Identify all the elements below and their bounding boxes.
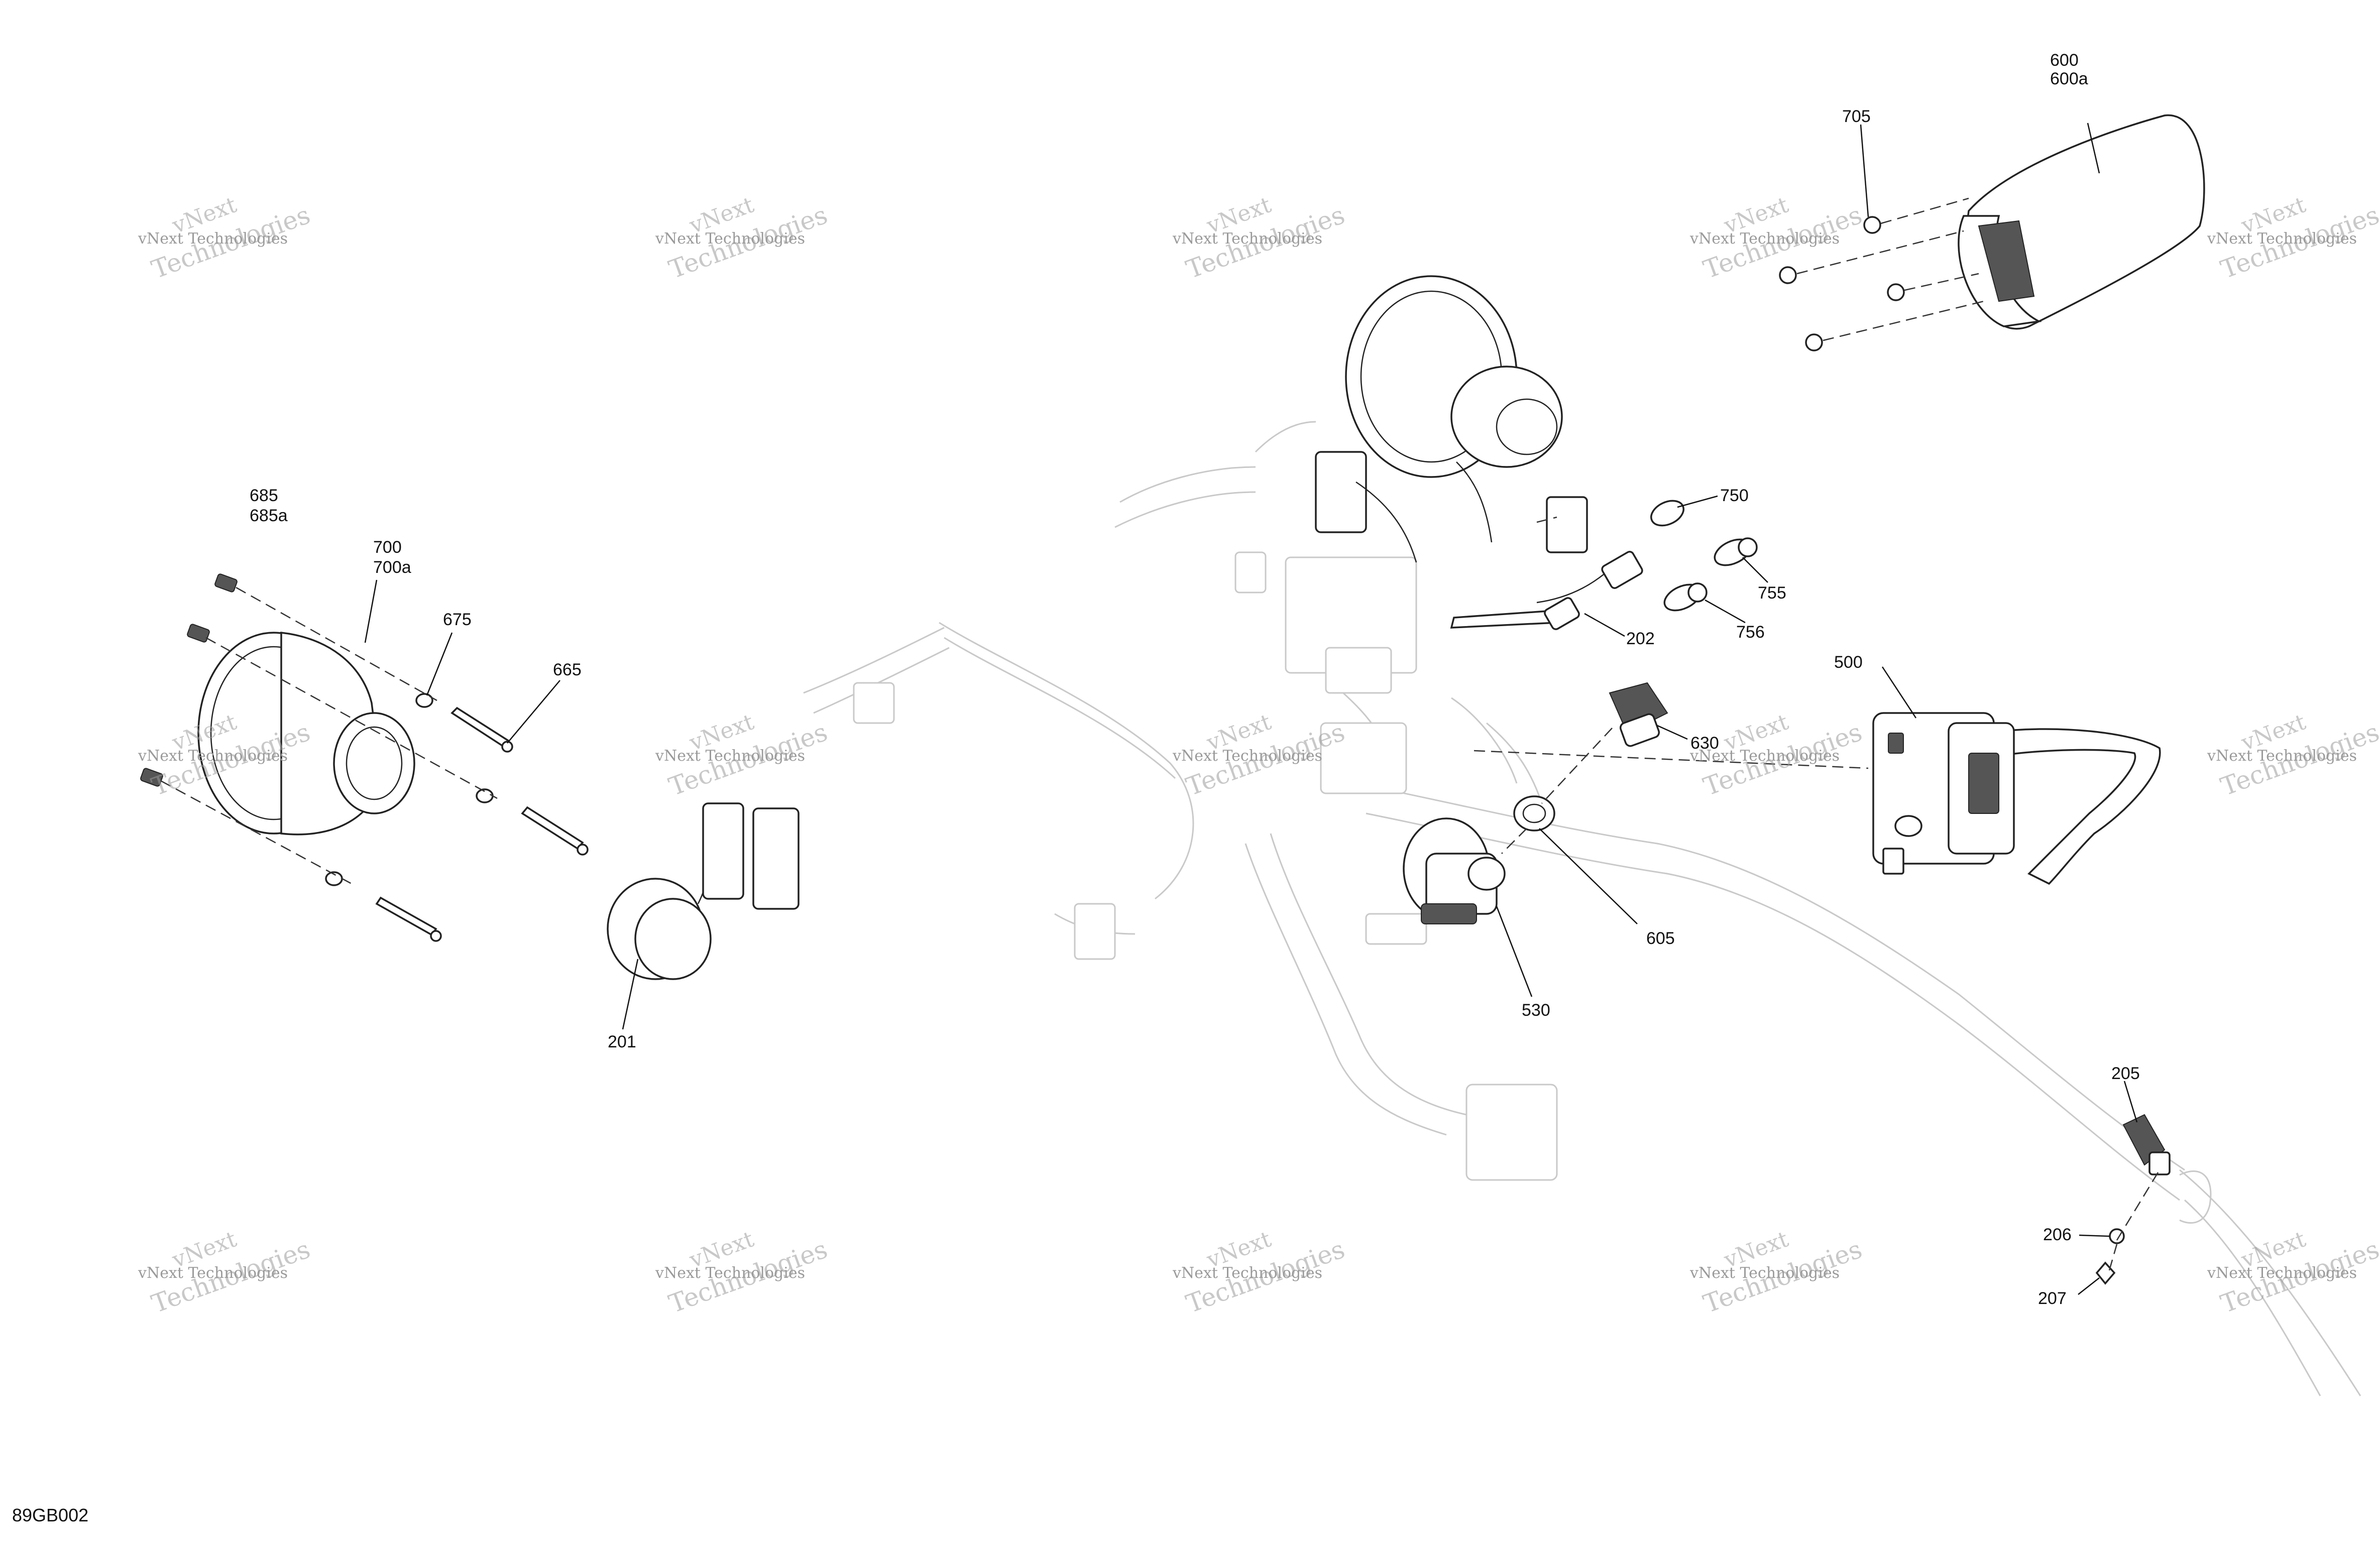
figure-id: 89GB002 [12, 1505, 88, 1525]
callout-700: 700 [373, 538, 402, 557]
callout-675: 675 [443, 610, 472, 629]
callout-207: 207 [2038, 1289, 2067, 1308]
screws-665 [375, 706, 589, 942]
callout-labels: 600 600a 705 685 685a 700 700a 675 665 2… [250, 51, 2140, 1308]
headlight-assembly-right [1315, 275, 1588, 563]
callout-205: 205 [2111, 1064, 2140, 1083]
callout-685a: 685a [250, 506, 288, 525]
washers-675 [325, 693, 494, 886]
set-screws-685 [140, 573, 238, 787]
callout-530: 530 [1522, 1001, 1550, 1020]
watermark-text: vNext Technologies [1689, 1264, 1840, 1282]
dashed-axis-clip-2 [2108, 1244, 2118, 1271]
watermark-text: vNext Technologies [138, 1264, 288, 1282]
watermark-text: vNext Technologies [2207, 230, 2357, 248]
watermark-text: vNext Technologies [138, 230, 288, 248]
watermark-text: vNext Technologies [138, 747, 288, 765]
callout-755: 755 [1758, 583, 1786, 603]
relay-block-ghost [1320, 722, 1407, 794]
watermark-text: vNext Technologies [1689, 747, 1840, 765]
watermark-text: vNext Technologies [1172, 747, 1322, 765]
callout-600: 600 [2050, 51, 2079, 70]
callout-750: 750 [1720, 486, 1749, 505]
watermark-text: vNext Technologies [2207, 747, 2357, 765]
cover-600 [1958, 114, 2205, 330]
watermark-text: vNext Technologies [655, 1264, 805, 1282]
connector-ghost [1325, 647, 1392, 694]
connector-ghost [853, 682, 895, 724]
headlight-left [197, 632, 415, 836]
lamp-201 [607, 802, 800, 980]
dashed-axes-left [160, 586, 498, 885]
connector-block-ghost [1465, 1084, 1558, 1181]
bulbs-750-755-756 [1650, 500, 1758, 612]
connector-ghost [1074, 903, 1116, 960]
washer-207 [2095, 1261, 2116, 1285]
callout-605: 605 [1646, 929, 1675, 948]
callout-756: 756 [1736, 623, 1765, 642]
callout-630: 630 [1690, 734, 1719, 753]
leader-lines [364, 123, 2138, 1295]
clamp-ghost [2179, 1170, 2212, 1224]
watermark-text: vNext Technologies [1689, 230, 1840, 248]
callout-685: 685 [250, 486, 278, 505]
callout-705: 705 [1842, 107, 1871, 126]
dashed-axis-clip [2116, 1169, 2161, 1241]
grommet-605 [1513, 795, 1555, 832]
callout-201: 201 [608, 1032, 636, 1051]
switch-630 [1609, 682, 1668, 747]
wiring-harness-ghost [803, 421, 2361, 1396]
dashed-axes-switch [1474, 516, 1869, 854]
screws-705 [1779, 216, 1905, 351]
socket-harness-202 [1450, 551, 1643, 630]
callout-500: 500 [1834, 653, 1863, 672]
connector-ghost [1234, 551, 1267, 594]
callout-202: 202 [1626, 629, 1655, 648]
connector-ghost [1365, 913, 1427, 945]
watermark-text: vNext Technologies [655, 230, 805, 248]
control-switch-500 [1872, 712, 2161, 885]
watermark-text: vNext Technologies [1172, 230, 1322, 248]
callout-665: 665 [553, 660, 582, 679]
callout-700a: 700a [373, 558, 411, 577]
callout-206: 206 [2043, 1225, 2072, 1244]
callout-600a: 600a [2050, 69, 2088, 88]
actuator-530 [1403, 817, 1506, 924]
watermark-text: vNext Technologies [655, 747, 805, 765]
watermark-text: vNext Technologies [1172, 1264, 1322, 1282]
nut-206 [2109, 1228, 2125, 1244]
dashed-axes-600 [1796, 197, 1984, 341]
clip-205 [2122, 1114, 2171, 1175]
watermark-text: vNext Technologies [2207, 1264, 2357, 1282]
